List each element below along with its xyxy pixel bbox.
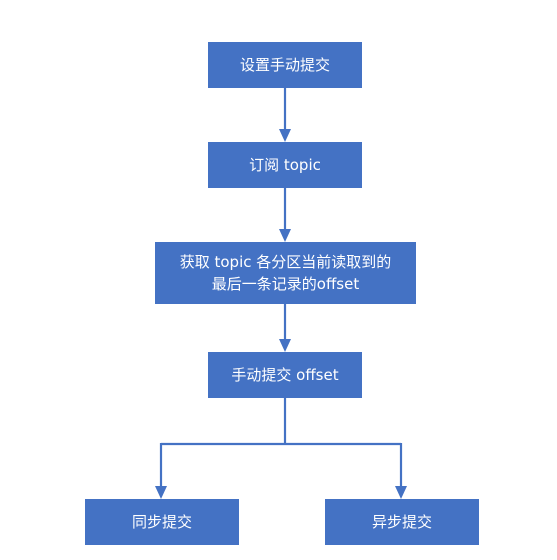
arrowhead-async-commit (395, 486, 407, 499)
node-sync-commit: 同步提交 (85, 499, 239, 545)
node-get-latest-offsets: 获取 topic 各分区当前读取到的 最后一条记录的offset (155, 242, 416, 304)
node-manual-commit-offset: 手动提交 offset (208, 352, 362, 398)
node-sync-commit-label: 同步提交 (131, 513, 192, 531)
node-set-manual-commit: 设置手动提交 (208, 42, 362, 88)
node-get-latest-offsets-line1: 获取 topic 各分区当前读取到的 (179, 253, 392, 271)
node-async-commit: 异步提交 (325, 499, 479, 545)
arrowhead-commit (279, 339, 291, 352)
node-subscribe-topic-label: 订阅 topic (249, 156, 321, 174)
arrowhead-subscribe (279, 129, 291, 142)
arrowhead-sync-commit (155, 486, 167, 499)
node-set-manual-commit-label: 设置手动提交 (239, 56, 330, 74)
node-async-commit-label: 异步提交 (371, 513, 432, 531)
node-manual-commit-offset-label: 手动提交 offset (231, 366, 339, 384)
node-subscribe-topic: 订阅 topic (208, 142, 362, 188)
node-get-latest-offsets-line2: 最后一条记录的offset (211, 275, 360, 293)
arrowhead-get-offsets (279, 229, 291, 242)
